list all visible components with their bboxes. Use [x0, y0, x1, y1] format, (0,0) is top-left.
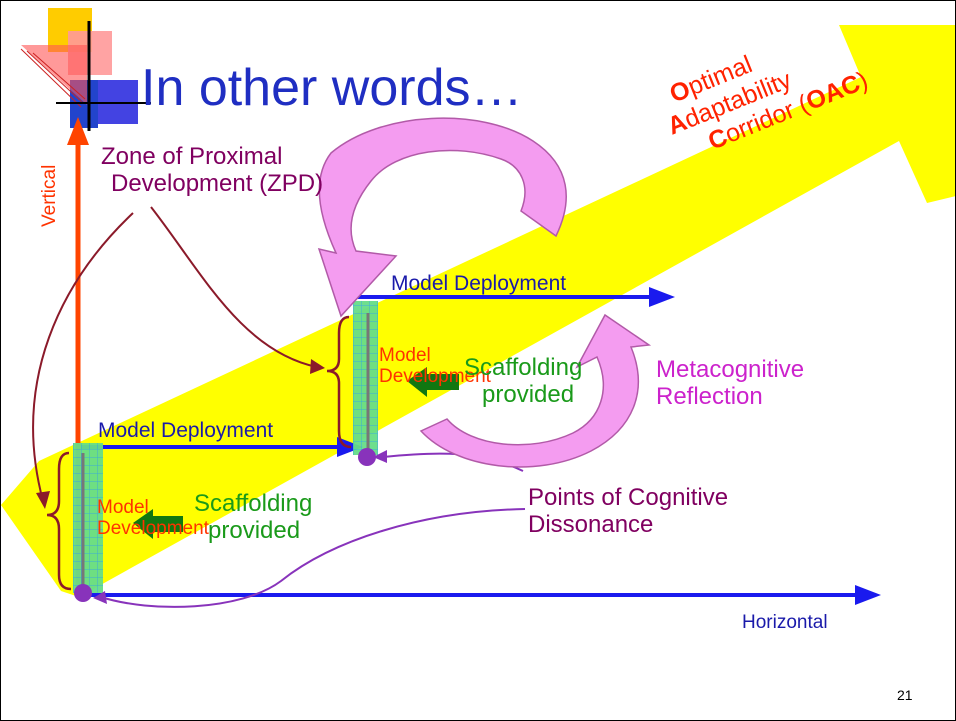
points-line1: Points of Cognitive [528, 484, 729, 511]
zpd-label: Zone of Proximal Development (ZPD) [101, 143, 324, 198]
metacognitive-line2: Reflection [656, 382, 763, 410]
zpd-pointer-curve-1 [150, 206, 318, 368]
cycle-arrow-bottom [419, 313, 652, 468]
scaffolding-line1: Scaffolding [464, 354, 583, 381]
page-number: 21 [897, 687, 913, 703]
model-deployment-top-arrow [347, 287, 675, 307]
scaffolding-line2: provided [208, 516, 301, 544]
model-development-label-bottom: Model Development [97, 497, 209, 540]
model-development-line2: Development [97, 518, 209, 540]
zpd-brace-bottom [46, 451, 72, 591]
model-development-column-bottom [73, 443, 103, 593]
points-of-cognitive-dissonance-label: Points of Cognitive Dissonance [528, 484, 729, 539]
model-deployment-label-bottom: Model Deployment [98, 419, 274, 442]
scaffolding-label-bottom: Scaffolding provided [194, 490, 313, 545]
model-development-column-top [353, 301, 378, 455]
cycle-arrow-top [317, 117, 567, 318]
model-development-line1: Model [97, 497, 149, 518]
optimal-adaptability-corridor-arrow [1, 25, 955, 597]
horizontal-axis [81, 585, 881, 605]
model-development-line1: Model [379, 345, 431, 366]
zpd-label-line2: Development (ZPD) [111, 169, 324, 197]
slide-title: In other words… [141, 59, 523, 117]
zpd-label-line1: Zone of Proximal [101, 143, 283, 170]
model-deployment-label-top: Model Deployment [391, 272, 567, 295]
scaffolding-label-top: Scaffolding provided [464, 354, 583, 409]
scaffolding-line1: Scaffolding [194, 490, 313, 517]
model-development-label-top: Model Development [379, 345, 491, 388]
logo-icon [20, 8, 151, 131]
scaffolding-arrow-top [407, 367, 459, 397]
dissonance-point-top [358, 448, 376, 466]
metacognitive-reflection-label: Metacognitive Reflection [656, 356, 805, 411]
model-development-line2: Development [379, 366, 491, 388]
zpd-pointer-curve-2 [32, 212, 134, 502]
vertical-axis-label: Vertical [39, 164, 60, 227]
zpd-brace-top [326, 315, 352, 449]
points-line2: Dissonance [528, 510, 654, 538]
dissonance-point-bottom [74, 584, 92, 602]
horizontal-axis-label: Horizontal [742, 612, 828, 633]
metacognitive-line1: Metacognitive [656, 356, 805, 383]
scaffolding-arrow-bottom [133, 509, 183, 539]
dissonance-pointer-curve-2 [100, 508, 526, 608]
scaffolding-line2: provided [482, 380, 575, 408]
